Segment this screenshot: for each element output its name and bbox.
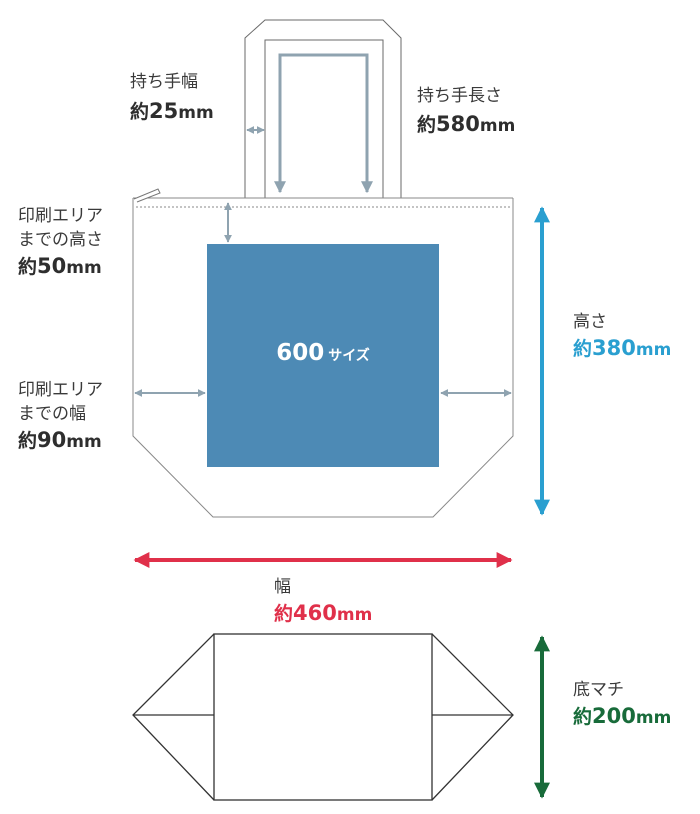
- print-top-label-line2: までの高さ: [18, 230, 103, 250]
- height-value: 約380mm: [573, 336, 672, 360]
- width-label: 幅: [274, 577, 291, 597]
- handle-length-arrow: [274, 53, 373, 194]
- print-side-label-line1: 印刷エリア: [18, 380, 103, 400]
- print-area: [207, 244, 439, 467]
- gusset-view: [132, 633, 514, 801]
- handle-length-label: 持ち手長さ: [417, 86, 502, 106]
- print-top-value: 約50mm: [18, 254, 102, 278]
- handle-width-value: 約25mm: [130, 99, 214, 123]
- print-side-label-line2: までの幅: [18, 404, 86, 424]
- handle-width-label: 持ち手幅: [130, 72, 198, 92]
- print-top-label-line1: 印刷エリア: [18, 206, 103, 226]
- gusset-value: 約200mm: [573, 704, 672, 728]
- gusset-label: 底マチ: [573, 680, 624, 700]
- print-size-unit: サイズ: [328, 348, 370, 364]
- handle-length-value: 約580mm: [417, 112, 516, 136]
- print-side-value: 約90mm: [18, 428, 102, 452]
- bag-handle: [244, 19, 402, 202]
- height-label: 高さ: [573, 312, 607, 332]
- width-value: 約460mm: [274, 601, 373, 625]
- print-size-number: 600: [276, 340, 325, 366]
